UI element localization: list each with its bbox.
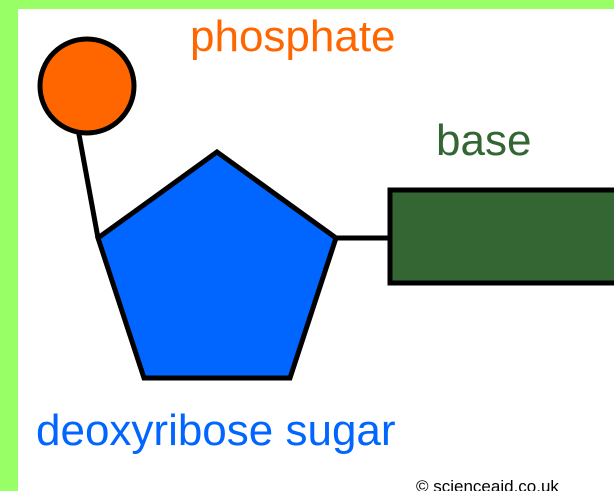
deoxyribose-pentagon: [95, 148, 339, 381]
phosphate-circle: [37, 36, 137, 136]
sugar-label: deoxyribose sugar: [36, 406, 396, 455]
copyright-credit: © scienceaid.co.uk: [416, 477, 559, 491]
phosphate-sugar-bond: [75, 128, 101, 239]
base-label: base: [436, 116, 532, 165]
nucleotide-diagram-svg: [37, 36, 614, 381]
base-rectangle: [387, 187, 614, 286]
phosphate-label: phosphate: [190, 12, 396, 61]
